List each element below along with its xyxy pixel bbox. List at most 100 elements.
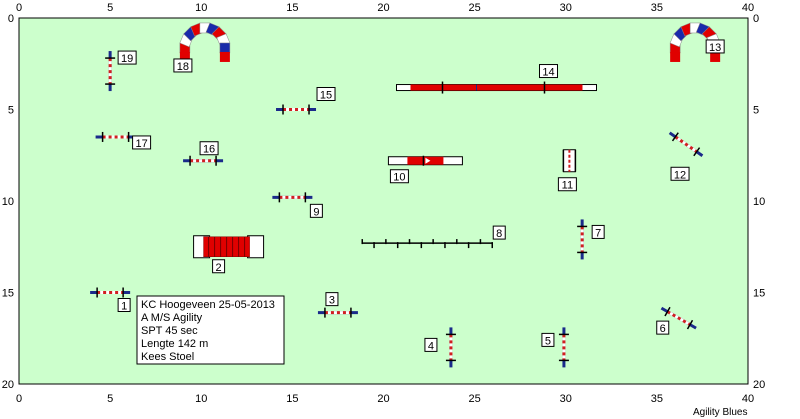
obstacle-label: 19 xyxy=(117,50,137,65)
x-tick-label: 40 xyxy=(742,2,754,14)
obstacle-label: 1 xyxy=(117,298,131,313)
label-box xyxy=(212,259,226,274)
x-tick-label: 5 xyxy=(107,2,113,14)
obstacle-label: 11 xyxy=(557,177,577,192)
label-number: 2 xyxy=(216,262,222,274)
obstacle-table xyxy=(387,155,463,166)
label-number: 11 xyxy=(562,180,573,192)
obstacle-jump xyxy=(577,219,588,260)
label-number: 12 xyxy=(674,169,686,181)
jump-bar-stripes xyxy=(666,310,691,326)
dogwalk-plank xyxy=(410,84,583,91)
x-tick-label: 0 xyxy=(16,393,22,405)
jump-post xyxy=(671,132,679,142)
obstacle-label: 7 xyxy=(591,224,605,239)
obstacle-label: 4 xyxy=(424,337,438,352)
obstacle-label: 5 xyxy=(541,332,555,347)
label-number: 17 xyxy=(135,138,147,150)
x-tick-label: 30 xyxy=(560,2,572,14)
jump-post xyxy=(686,319,694,330)
obstacle-label: 2 xyxy=(212,259,226,274)
obstacle-jump xyxy=(90,287,131,298)
x-tick-label: 20 xyxy=(377,393,389,405)
label-box xyxy=(173,58,193,73)
y-tick-label: 20 xyxy=(753,379,765,391)
info-line: A M/S Agility xyxy=(141,312,203,324)
x-tick-label: 25 xyxy=(469,2,481,14)
obstacle-jump xyxy=(445,327,456,368)
label-number: 13 xyxy=(709,42,721,54)
label-number: 14 xyxy=(542,67,554,79)
label-box xyxy=(557,177,577,192)
y-tick-label: 15 xyxy=(2,288,14,300)
y-tick-label: 10 xyxy=(2,196,14,208)
label-number: 8 xyxy=(496,228,502,240)
y-tick-label: 15 xyxy=(753,288,765,300)
table-arrow-icon xyxy=(425,157,431,164)
arch-base xyxy=(179,51,190,62)
info-line: Lengte 142 m xyxy=(141,338,208,350)
obstacle-label: 12 xyxy=(670,166,690,181)
obstacle-label: 13 xyxy=(705,39,725,54)
arch-base xyxy=(219,51,230,62)
label-box xyxy=(492,225,506,240)
obstacle-label: 18 xyxy=(173,58,193,73)
label-box xyxy=(424,337,438,352)
label-box xyxy=(132,135,152,150)
info-line: Kees Stoel xyxy=(141,351,194,363)
label-number: 15 xyxy=(320,90,332,102)
obstacle-label: 16 xyxy=(199,141,219,156)
y-tick-label: 5 xyxy=(753,105,759,117)
x-tick-label: 25 xyxy=(469,393,481,405)
obstacle-label: 14 xyxy=(538,64,558,79)
tunnel-exit xyxy=(247,235,265,259)
jump-bar-stripes xyxy=(674,135,698,153)
label-number: 7 xyxy=(595,227,601,239)
label-number: 3 xyxy=(329,295,335,307)
label-box xyxy=(117,50,137,65)
credit-text: Agility Blues xyxy=(693,407,747,418)
label-number: 19 xyxy=(121,53,133,65)
label-box xyxy=(591,224,605,239)
obstacle-jump xyxy=(317,307,358,318)
obstacle-arch xyxy=(179,22,231,62)
x-tick-label: 35 xyxy=(651,2,663,14)
y-tick-label: 0 xyxy=(753,13,759,25)
label-box xyxy=(656,320,670,335)
jump-post xyxy=(664,306,671,317)
label-number: 4 xyxy=(428,340,434,352)
y-tick-label: 20 xyxy=(2,379,14,391)
label-box xyxy=(541,332,555,347)
label-number: 5 xyxy=(545,335,551,347)
obstacle-label: 6 xyxy=(656,320,670,335)
obstacle-dogwalk xyxy=(395,81,597,94)
label-number: 1 xyxy=(121,301,127,313)
label-box xyxy=(705,39,725,54)
obstacle-tire xyxy=(562,149,577,173)
obstacle-tunnel xyxy=(193,235,265,259)
label-box xyxy=(117,298,131,312)
obstacle-label: 10 xyxy=(389,169,409,184)
obstacle-jump xyxy=(558,327,569,368)
obstacle-jump xyxy=(95,131,136,142)
info-box-frame xyxy=(136,295,285,365)
label-box xyxy=(538,64,558,79)
x-tick-label: 15 xyxy=(286,2,298,14)
label-box xyxy=(325,292,339,307)
x-tick-label: 0 xyxy=(16,2,22,14)
label-box xyxy=(199,141,219,156)
obstacle-jump xyxy=(105,51,116,92)
x-tick-label: 20 xyxy=(377,2,389,14)
label-number: 16 xyxy=(203,144,215,156)
info-box: KC Hoogeveen 25-05-2013 A M/S Agility SP… xyxy=(136,295,285,365)
arch-segment xyxy=(219,42,231,54)
x-tick-label: 40 xyxy=(742,393,754,405)
obstacle-label: 9 xyxy=(309,203,323,218)
x-tick-label: 10 xyxy=(195,393,207,405)
obstacle-jump xyxy=(668,131,704,157)
label-number: 6 xyxy=(660,323,666,335)
